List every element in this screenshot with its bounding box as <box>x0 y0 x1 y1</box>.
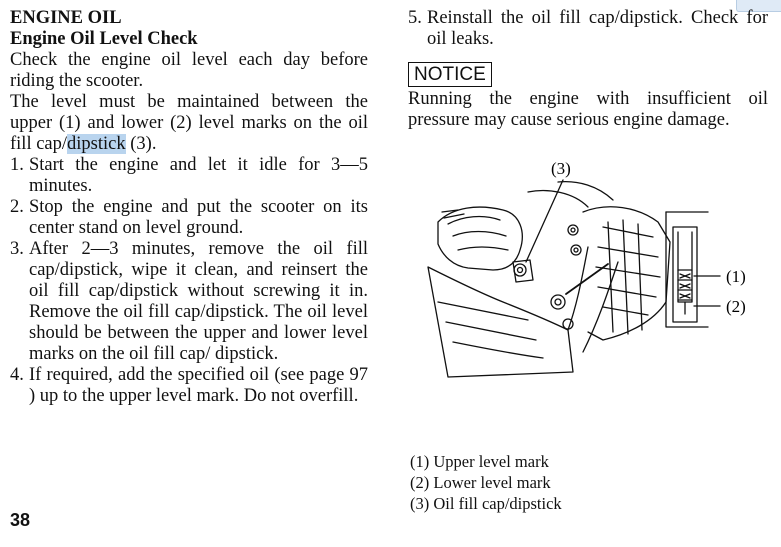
left-column: ENGINE OIL Engine Oil Level Check Check … <box>10 8 368 407</box>
sub-title: Engine Oil Level Check <box>10 29 198 49</box>
step-number: 2. <box>10 197 24 217</box>
highlighted-word[interactable]: dipstick <box>67 134 126 154</box>
notice-label: NOTICE <box>408 62 492 87</box>
callout-3: (3) <box>551 159 571 178</box>
list-item: 4.If required, add the specified oil (se… <box>10 365 368 407</box>
step-number: 1. <box>10 155 24 175</box>
corner-tab <box>736 0 781 12</box>
step-text: Reinstall the oil fill cap/dipstick. Che… <box>427 8 768 49</box>
list-item: 2.Stop the engine and put the scooter on… <box>10 197 368 239</box>
intro-paragraph-2: The level must be maintained between the… <box>10 92 368 155</box>
steps-list: 1.Start the engine and let it idle for 3… <box>10 155 368 407</box>
callout-2: (2) <box>726 297 746 316</box>
intro-text-after: (3). <box>125 134 157 154</box>
leader-line-3 <box>525 179 564 263</box>
engine-block <box>582 206 671 341</box>
engine-drawing: (3) (1) (2) <box>427 159 746 378</box>
page-number: 38 <box>10 510 31 530</box>
step-number: 4. <box>10 365 24 385</box>
engine-illustration: (3) (1) (2) <box>408 152 773 392</box>
detail-box <box>665 211 709 328</box>
caption-lower-mark: (2) Lower level mark <box>410 473 551 492</box>
intro-text-before: The level must be maintained between the… <box>10 92 368 154</box>
list-item: 1.Start the engine and let it idle for 3… <box>10 155 368 197</box>
list-item: 3.After 2—3 minutes, remove the oil fill… <box>10 239 368 365</box>
callout-1: (1) <box>726 267 746 286</box>
step-text: Start the engine and let it idle for 3—5… <box>29 155 368 196</box>
figure-captions: (1) Upper level mark (2) Lower level mar… <box>410 451 562 514</box>
list-item: 5.Reinstall the oil fill cap/dipstick. C… <box>408 8 768 50</box>
caption-upper-mark: (1) Upper level mark <box>410 452 549 471</box>
right-column: 5.Reinstall the oil fill cap/dipstick. C… <box>408 8 768 131</box>
intro-paragraph-1: Check the engine oil level each day befo… <box>10 50 368 91</box>
step-text: After 2—3 minutes, remove the oil fill c… <box>29 239 368 364</box>
dipstick-cap <box>512 259 534 283</box>
hand-outline <box>437 206 523 271</box>
notice-text: Running the engine with insufficient oil… <box>408 89 768 130</box>
step-number: 5. <box>408 8 422 28</box>
caption-dipstick: (3) Oil fill cap/dipstick <box>410 494 562 513</box>
body-panel <box>427 266 574 378</box>
steps-list-continued: 5.Reinstall the oil fill cap/dipstick. C… <box>408 8 768 50</box>
step-number: 3. <box>10 239 24 259</box>
section-title: ENGINE OIL <box>10 8 122 28</box>
step-text: Stop the engine and put the scooter on i… <box>29 197 368 238</box>
step-text: If required, add the specified oil (see … <box>29 365 368 406</box>
